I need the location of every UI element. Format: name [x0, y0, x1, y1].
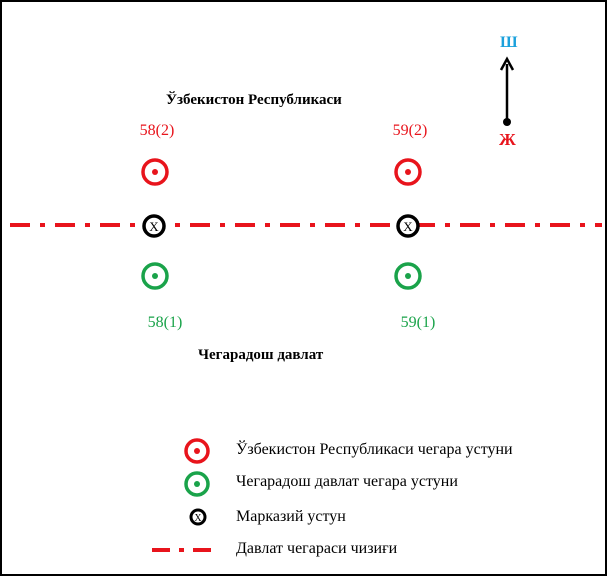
post-59-2-icon: [394, 158, 422, 186]
legend-border-line-label: Давлат чегараси чизиғи: [236, 540, 398, 557]
neighbor-label: Чегарадош давлат: [198, 347, 324, 363]
center-post-59-icon: X: [396, 214, 420, 238]
svg-text:X: X: [194, 513, 202, 524]
compass-north-label: Ш: [500, 34, 518, 51]
legend-green-post-icon: [184, 471, 210, 497]
compass-south-label: Ж: [499, 130, 516, 149]
north-arrow-icon: [499, 56, 515, 126]
svg-text:X: X: [403, 219, 413, 234]
post-58-1-label: 58(1): [147, 314, 183, 331]
post-59-2-label: 59(2): [392, 122, 428, 139]
post-59-1-icon: [394, 262, 422, 290]
svg-text:X: X: [149, 219, 159, 234]
post-58-2-label: 58(2): [139, 122, 175, 139]
legend-green-post-label: Чегарадош давлат чегара устуни: [236, 473, 458, 490]
post-59-1-label: 59(1): [400, 314, 436, 331]
country-label: Ўзбекистон Республикаси: [166, 92, 342, 108]
post-58-2-icon: [141, 158, 169, 186]
center-post-58-icon: X: [142, 214, 166, 238]
legend-center-post-label: Марказий устун: [236, 508, 346, 525]
post-58-1-icon: [141, 262, 169, 290]
legend-red-post-label: Ўзбекистон Республикаси чегара устуни: [236, 441, 513, 458]
legend-red-post-icon: [184, 438, 210, 464]
legend-center-post-icon: X: [189, 508, 207, 526]
